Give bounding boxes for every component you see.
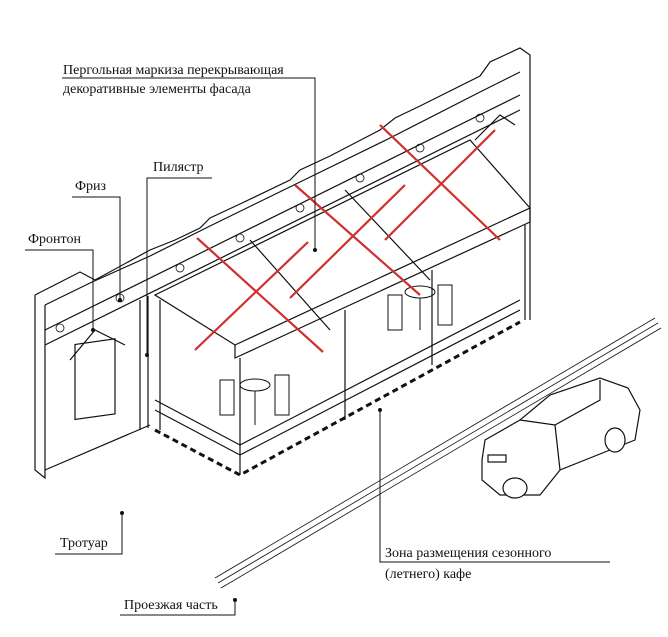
label-pediment: Фронтон [28,232,81,247]
cafe-furniture [219,284,453,425]
leader-lines [25,77,610,616]
label-pilaster: Пилястр [153,160,204,175]
label-sidewalk: Тротуар [60,536,108,551]
pergola-canopy [153,139,531,475]
pergola-red-crosses [194,124,501,353]
label-zone-line2: (летнего) кафе [385,567,472,582]
label-frieze: Фриз [75,179,107,194]
label-zone-line1: Зона размещения сезонного [385,546,552,561]
car [481,377,641,499]
label-pergola-line1: Пергольная маркиза перекрывающая [63,63,284,78]
label-pergola-line2: декоративные элементы фасада [63,82,251,97]
cafe-fence [154,299,521,477]
label-roadway: Проезжая часть [124,598,218,613]
building-facade [34,47,531,480]
road-curb [214,317,662,589]
frieze-ornaments [55,113,485,333]
